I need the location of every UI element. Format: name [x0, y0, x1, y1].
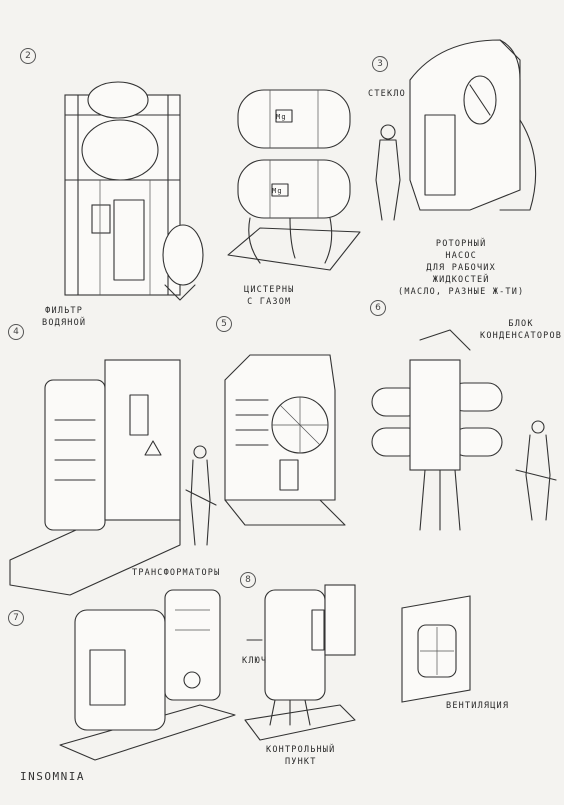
sketch-number-fan-unit: 5 [216, 316, 232, 332]
tank-mark-top: Mg [276, 113, 287, 121]
gas-tanks-sketch [227, 89, 361, 271]
caption-gas-tanks: ЦИСТЕРНЫ С ГАЗОМ [244, 285, 295, 307]
control-point-sketch [244, 584, 356, 741]
caption-ventilation: ВЕНТИЛЯЦИЯ [446, 701, 510, 711]
artist-signature: INSOMNIA [20, 770, 85, 783]
capacitor-block-sketch [371, 329, 557, 531]
sketch-number-filter: 2 [20, 48, 36, 64]
tank-mark-bottom: Mg [272, 187, 283, 195]
callout-glass: СТЕКЛО [368, 89, 406, 99]
fan-unit-sketch [224, 354, 346, 526]
water-filter-sketch [64, 81, 204, 301]
sketch-number-transformers: 4 [8, 324, 24, 340]
caption-transformers: ТРАНСФОРМАТОРЫ [132, 568, 221, 578]
caption-control-point: КОНТРОЛЬНЫЙ ПУНКТ [266, 745, 336, 767]
sketch-number-pump: 3 [372, 56, 388, 72]
caption-water-filter: ФИЛЬТР ВОДЯНОЙ [42, 306, 87, 328]
cabinet-unit-sketch [59, 589, 236, 761]
sketch-number-capacitors: 6 [370, 300, 386, 316]
callout-key: КЛЮЧ [242, 656, 268, 666]
sketch-number-control-point: 8 [240, 572, 256, 588]
sketch-number-cabinet: 7 [8, 610, 24, 626]
transformers-sketch [9, 359, 217, 596]
ventilation-sketch [401, 595, 471, 703]
caption-rotary-pump: РОТОРНЫЙ НАСОС ДЛЯ РАБОЧИХ ЖИДКОСТЕЙ (МА… [398, 239, 525, 297]
rotary-pump-sketch [375, 39, 537, 221]
caption-capacitor-block: БЛОК КОНДЕНСАТОРОВ [480, 319, 563, 341]
